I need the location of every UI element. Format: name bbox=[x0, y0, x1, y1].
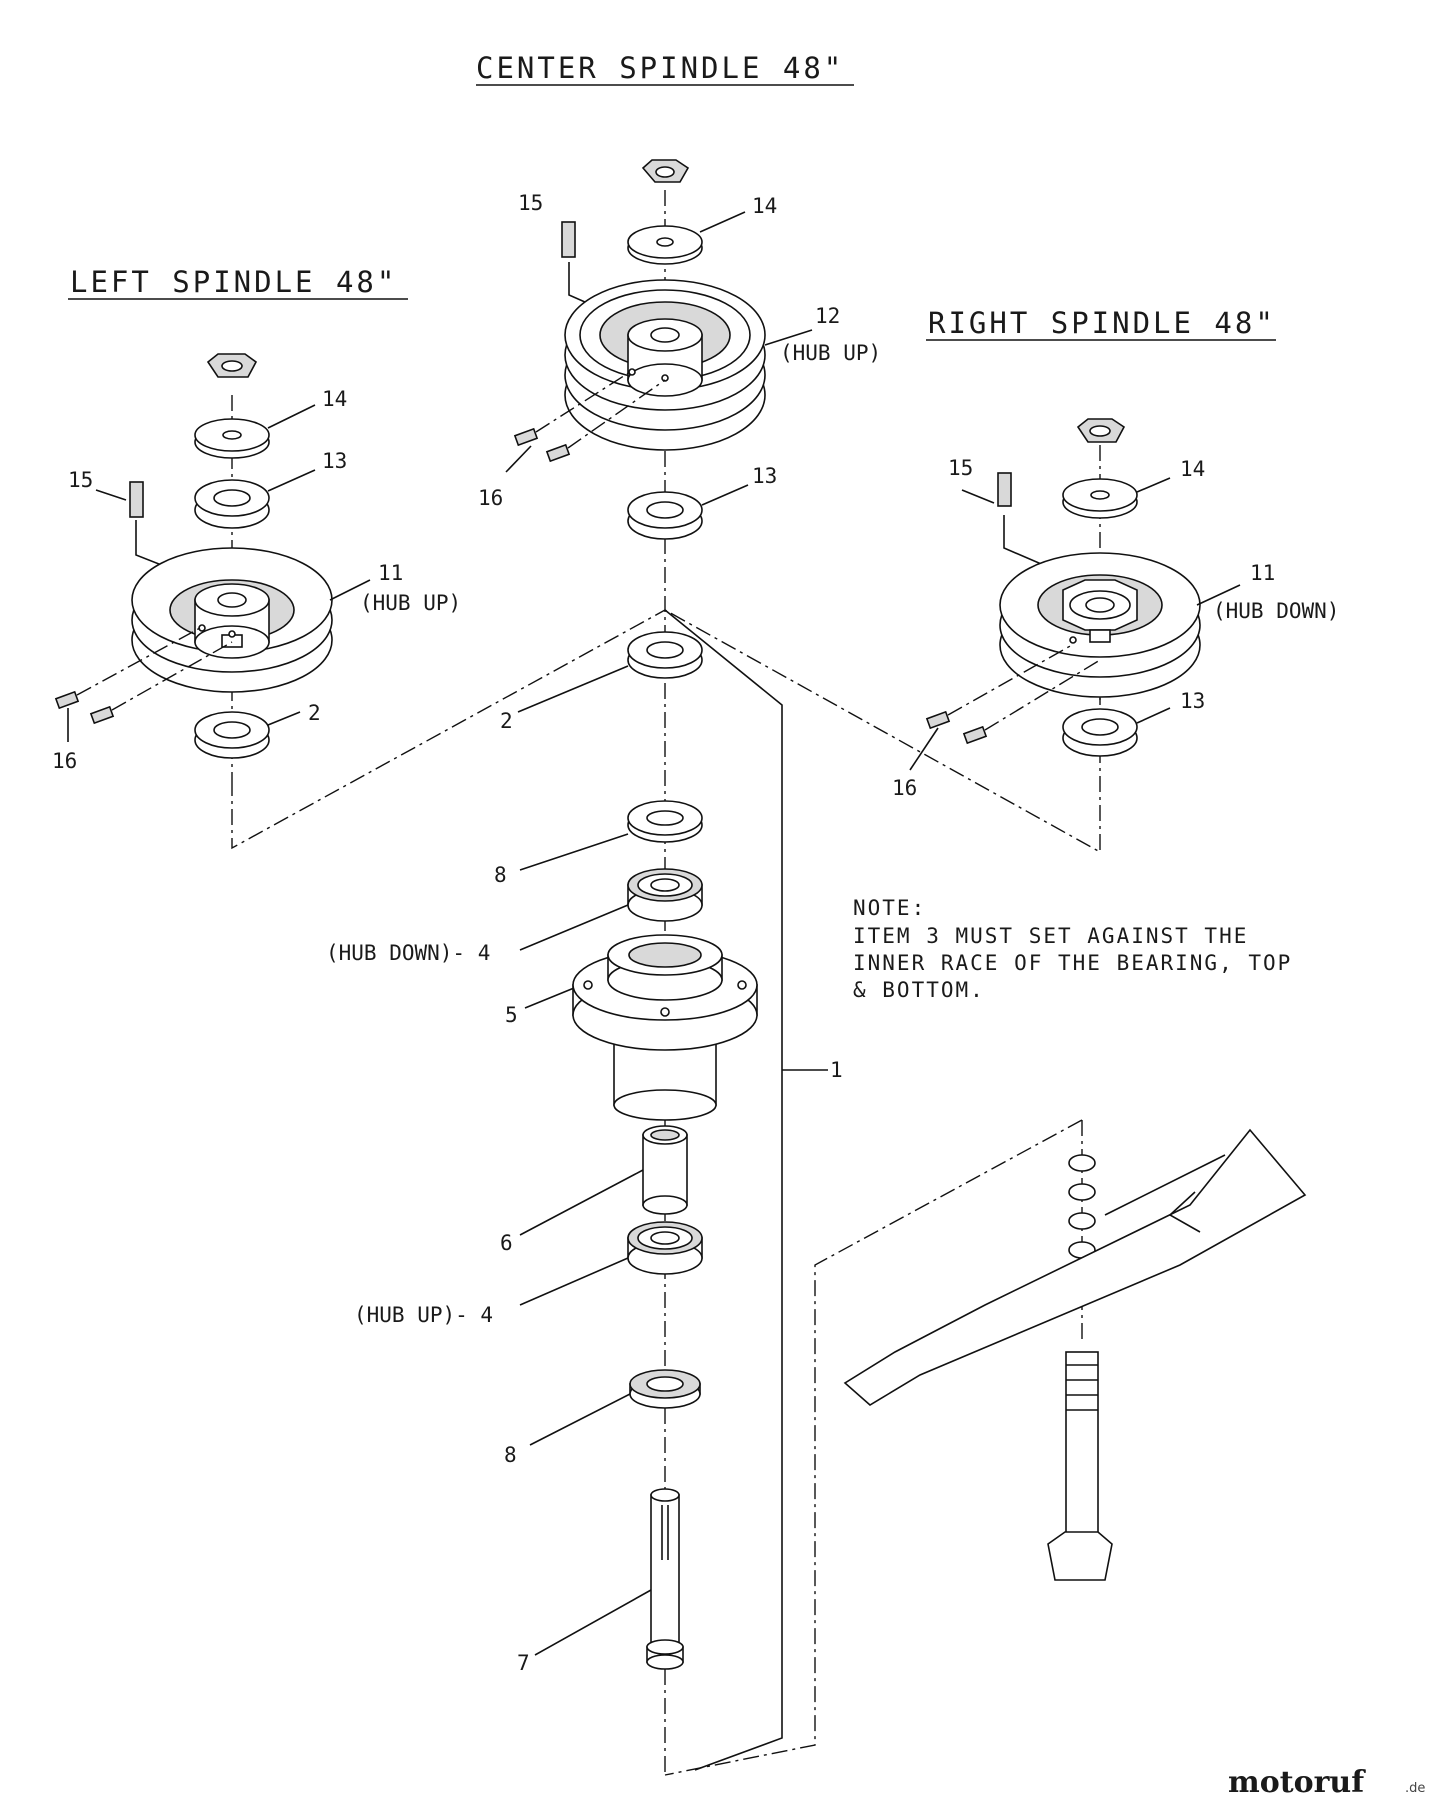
left-assembly-line bbox=[231, 609, 666, 850]
callout-center-12-hub-up: (HUB UP) bbox=[780, 341, 881, 365]
callout-main-1: 1 bbox=[830, 1058, 843, 1082]
main-spacer-8-top bbox=[627, 800, 703, 843]
main-spacer-6 bbox=[642, 1125, 688, 1215]
watermark-suffix: .de bbox=[1405, 1781, 1425, 1796]
callout-center-15: 15 bbox=[518, 191, 543, 215]
blade-bolt bbox=[1047, 1351, 1113, 1581]
callout-right-16: 16 bbox=[892, 776, 917, 800]
callout-main-7: 7 bbox=[517, 1651, 530, 1675]
callout-left-15: 15 bbox=[68, 468, 93, 492]
center-washer-14 bbox=[627, 225, 703, 265]
callout-main-6: 6 bbox=[500, 1231, 513, 1255]
left-set-screws-16 bbox=[54, 627, 233, 742]
callout-center-13: 13 bbox=[752, 464, 777, 488]
callout-left-11-hub-up: (HUB UP) bbox=[360, 591, 461, 615]
main-bearing-4-top bbox=[627, 868, 703, 922]
right-washer-13 bbox=[1062, 708, 1138, 757]
right-washer-14 bbox=[1062, 478, 1138, 519]
callout-main-5: 5 bbox=[505, 1003, 518, 1027]
callout-left-2: 2 bbox=[308, 701, 321, 725]
right-set-screws-16 bbox=[909, 644, 1101, 771]
callout-center-12: 12 bbox=[815, 304, 840, 328]
main-housing-5 bbox=[572, 934, 758, 1121]
left-pulley-11 bbox=[131, 547, 333, 693]
callout-main-2: 2 bbox=[500, 709, 513, 733]
note-line-1: ITEM 3 MUST SET AGAINST THE bbox=[853, 924, 1248, 948]
title-right-spindle: RIGHT SPINDLE 48" bbox=[928, 306, 1276, 340]
mower-blade bbox=[843, 1128, 1307, 1406]
callout-center-16: 16 bbox=[478, 486, 503, 510]
blade-assembly-line bbox=[664, 1119, 1083, 1776]
center-pulley-12 bbox=[564, 279, 766, 451]
callout-right-13: 13 bbox=[1180, 689, 1205, 713]
left-washer-13 bbox=[194, 479, 270, 529]
callout-right-11: 11 bbox=[1250, 561, 1275, 585]
center-hex-nut bbox=[641, 159, 690, 183]
watermark-brand: motoruf bbox=[1228, 1765, 1366, 1800]
callout-left-11: 11 bbox=[378, 561, 403, 585]
center-washer-13 bbox=[627, 491, 703, 540]
note-line-2: INNER RACE OF THE BEARING, TOP bbox=[853, 951, 1292, 975]
main-shaft-7 bbox=[646, 1488, 684, 1670]
title-left-spindle: LEFT SPINDLE 48" bbox=[70, 265, 397, 299]
main-spacer-8-bottom bbox=[629, 1369, 701, 1409]
callout-main-4-hub-down: (HUB DOWN)- 4 bbox=[326, 941, 490, 965]
callout-right-14: 14 bbox=[1180, 457, 1205, 481]
callout-left-14: 14 bbox=[322, 387, 347, 411]
callout-left-13: 13 bbox=[322, 449, 347, 473]
callout-left-16: 16 bbox=[52, 749, 77, 773]
center-set-screws-16 bbox=[505, 371, 666, 473]
main-bearing-4-bottom bbox=[627, 1221, 703, 1275]
callout-center-14: 14 bbox=[752, 194, 777, 218]
title-center-spindle: CENTER SPINDLE 48" bbox=[476, 51, 844, 85]
callout-main-8-top: 8 bbox=[494, 863, 507, 887]
left-washer-14 bbox=[194, 418, 270, 459]
note-heading: NOTE: bbox=[853, 896, 926, 920]
main-washer-2 bbox=[627, 631, 703, 679]
callout-main-4-hub-up: (HUB UP)- 4 bbox=[354, 1303, 493, 1327]
note-line-3: & BOTTOM. bbox=[853, 978, 985, 1002]
left-washer-2 bbox=[194, 711, 270, 759]
callout-right-15: 15 bbox=[948, 456, 973, 480]
callout-main-8-bottom: 8 bbox=[504, 1443, 517, 1467]
leader-lines bbox=[95, 211, 1241, 1656]
right-pulley-11 bbox=[999, 552, 1201, 698]
spindle-assembly-bracket bbox=[664, 609, 783, 1771]
left-hex-nut bbox=[206, 353, 258, 378]
callout-right-11-hub-down: (HUB DOWN) bbox=[1213, 599, 1339, 623]
right-hex-nut bbox=[1076, 418, 1126, 443]
